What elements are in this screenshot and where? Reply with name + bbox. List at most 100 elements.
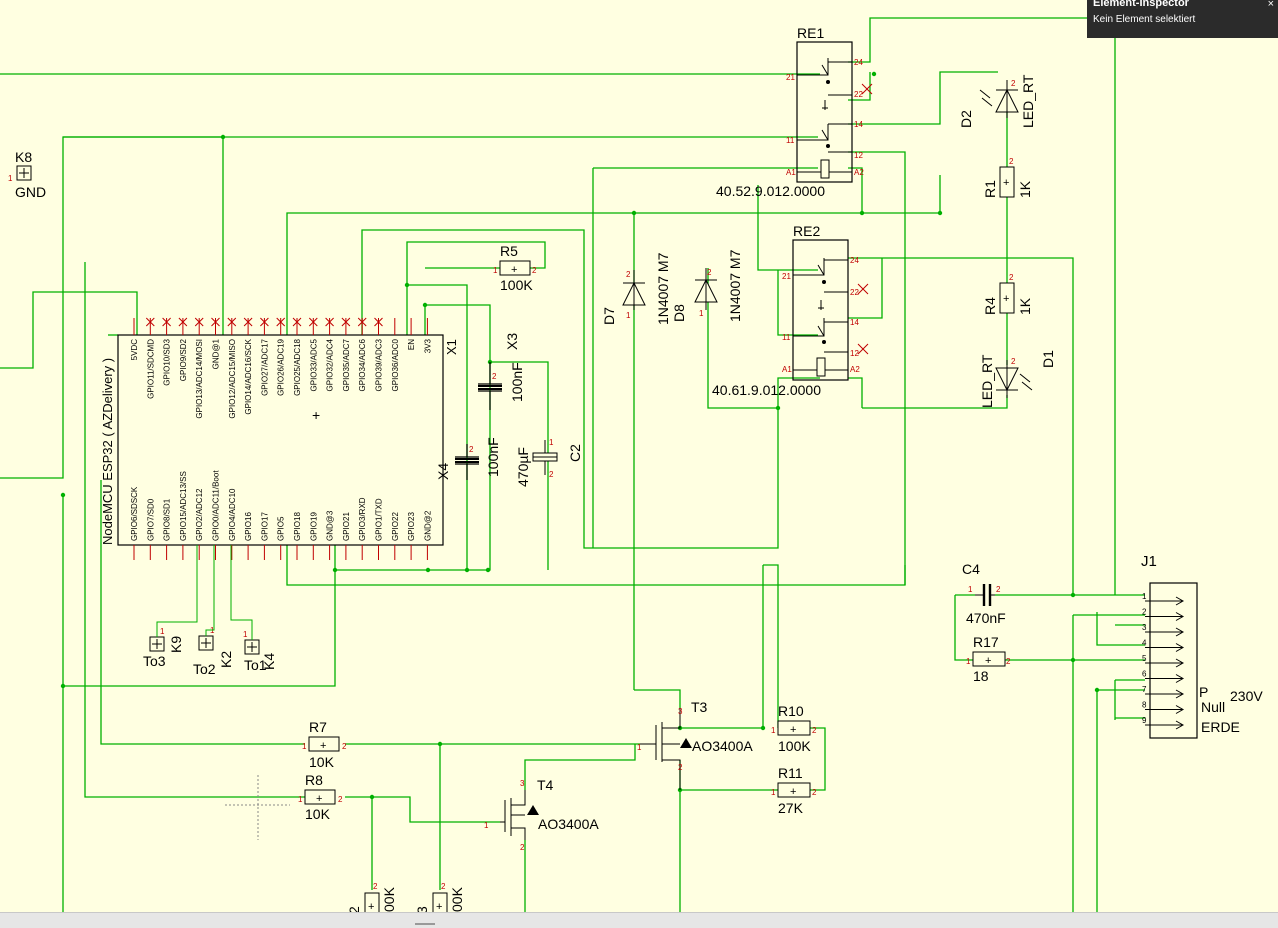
r17-name: R17 [973, 634, 999, 650]
d8-name: D8 [671, 304, 687, 322]
diode-d7[interactable]: 21 D7 1N4007 M7 [601, 252, 671, 325]
close-icon[interactable]: × [1267, 0, 1274, 10]
j1-pin-number: 9 [1142, 716, 1147, 725]
mcu-center-mark: + [312, 407, 320, 423]
svg-text:11: 11 [782, 333, 791, 342]
svg-text:1: 1 [8, 174, 13, 183]
resistor-r4[interactable]: + 2 R4 1K [982, 273, 1033, 315]
svg-text:1: 1 [771, 788, 776, 797]
r7-value: 10K [309, 754, 335, 770]
svg-text:2: 2 [492, 372, 497, 381]
scrollbar-grip[interactable] [415, 923, 435, 925]
mcu-pin-label: GPIO3/RXD [358, 497, 367, 541]
k8-label: K8 [15, 149, 32, 165]
svg-text:2: 2 [707, 268, 712, 277]
mcu-pin-label: 5VDC [130, 339, 139, 361]
svg-text:2: 2 [812, 726, 817, 735]
mcu-pin-label: GPIO14/ADC16/SCK [244, 338, 253, 414]
connector-k4[interactable]: 1 K4 To1 [230, 545, 277, 673]
svg-text:2: 2 [532, 266, 537, 275]
svg-text:2: 2 [678, 763, 683, 772]
element-inspector-panel[interactable]: Element-Inspector Kein Element selektier… [1087, 0, 1278, 38]
j1-pin-number: 4 [1142, 639, 1147, 648]
j1-pin-number: 1 [1142, 592, 1147, 601]
cursor-crosshair [225, 775, 290, 840]
svg-text:2: 2 [1011, 357, 1016, 366]
svg-text:11: 11 [786, 136, 795, 145]
mcu-pin-label: GPIO16 [244, 512, 253, 541]
r7-name: R7 [309, 719, 327, 735]
led-d1[interactable]: 2 LED_RT D1 [979, 350, 1056, 408]
svg-text:1: 1 [699, 309, 704, 318]
svg-text:1: 1 [966, 657, 971, 666]
r3-partial-name: 3 [414, 906, 430, 914]
mcu-pin-label: GPIO11/SDCMD [146, 339, 155, 399]
svg-text:+: + [368, 901, 374, 913]
svg-text:3: 3 [678, 707, 683, 716]
mcu-pin-label: GND@2 [423, 510, 432, 541]
mcu-pin-label: GPIO19 [309, 512, 318, 541]
junction-dots [60, 71, 1100, 800]
r10-name: R10 [778, 703, 804, 719]
mosfet-t4[interactable]: 132 T4 AO3400A [484, 777, 599, 852]
mcu-pin-label: GPIO39/ADC3 [375, 338, 384, 391]
mcu-pin-label: GPIO35/ADC7 [342, 338, 351, 391]
j1-label-erde: ERDE [1201, 719, 1240, 735]
c2-value: 470µF [515, 447, 531, 487]
r11-value: 27K [778, 800, 804, 816]
svg-text:2: 2 [373, 882, 378, 891]
svg-text:+: + [511, 264, 517, 276]
svg-text:A2: A2 [850, 365, 860, 374]
mcu-pin-label: 3V3 [423, 338, 432, 353]
j1-pin-number: 5 [1142, 654, 1147, 663]
svg-text:21: 21 [782, 272, 791, 281]
svg-text:12: 12 [850, 349, 859, 358]
svg-text:1: 1 [968, 585, 973, 594]
svg-text:+: + [985, 655, 991, 667]
mcu-designator: X1 [444, 339, 459, 355]
capacitor-x4[interactable]: 2 X4 100nF [435, 437, 501, 480]
r5-value: 100K [500, 277, 533, 293]
svg-text:2: 2 [996, 585, 1001, 594]
connector-k9[interactable]: 1 K9 To3 [143, 545, 198, 669]
capacitor-c2[interactable]: 12 C2 470µF [515, 438, 583, 487]
svg-text:1: 1 [302, 742, 307, 751]
connector-k8[interactable]: 1 K8 GND [8, 149, 46, 200]
r2-partial-name: 2 [346, 906, 362, 914]
connector-k2[interactable]: 1 K2 To2 [193, 545, 234, 677]
r10-value: 100K [778, 738, 811, 754]
led-d2[interactable]: 2 D2 LED_RT [958, 74, 1036, 128]
diode-d8[interactable]: 21 D8 1N4007 M7 [671, 249, 743, 322]
mcu-pin-label: GPIO4/ADC10 [228, 488, 237, 541]
svg-text:+: + [790, 786, 796, 798]
t4-value: AO3400A [538, 816, 599, 832]
to2-label: To2 [193, 661, 216, 677]
r1-name: R1 [982, 180, 998, 198]
horizontal-scrollbar[interactable] [0, 912, 1278, 928]
t3-name: T3 [691, 699, 708, 715]
mcu-pin-label: GPIO27/ADC17 [260, 338, 269, 395]
resistor-r1[interactable]: + 2 R1 1K [982, 157, 1033, 198]
t4-name: T4 [537, 777, 554, 793]
svg-text:2: 2 [549, 470, 554, 479]
svg-text:2: 2 [520, 843, 525, 852]
svg-text:+: + [1003, 177, 1009, 189]
j1-name: J1 [1141, 553, 1157, 570]
svg-text:+: + [1003, 293, 1009, 305]
capacitor-x3[interactable]: 2 X3 100nF [478, 333, 525, 410]
svg-text:2: 2 [469, 445, 474, 454]
x3-name: X3 [504, 333, 520, 350]
mosfet-t3[interactable]: 132 T3 AO3400A [637, 699, 753, 790]
